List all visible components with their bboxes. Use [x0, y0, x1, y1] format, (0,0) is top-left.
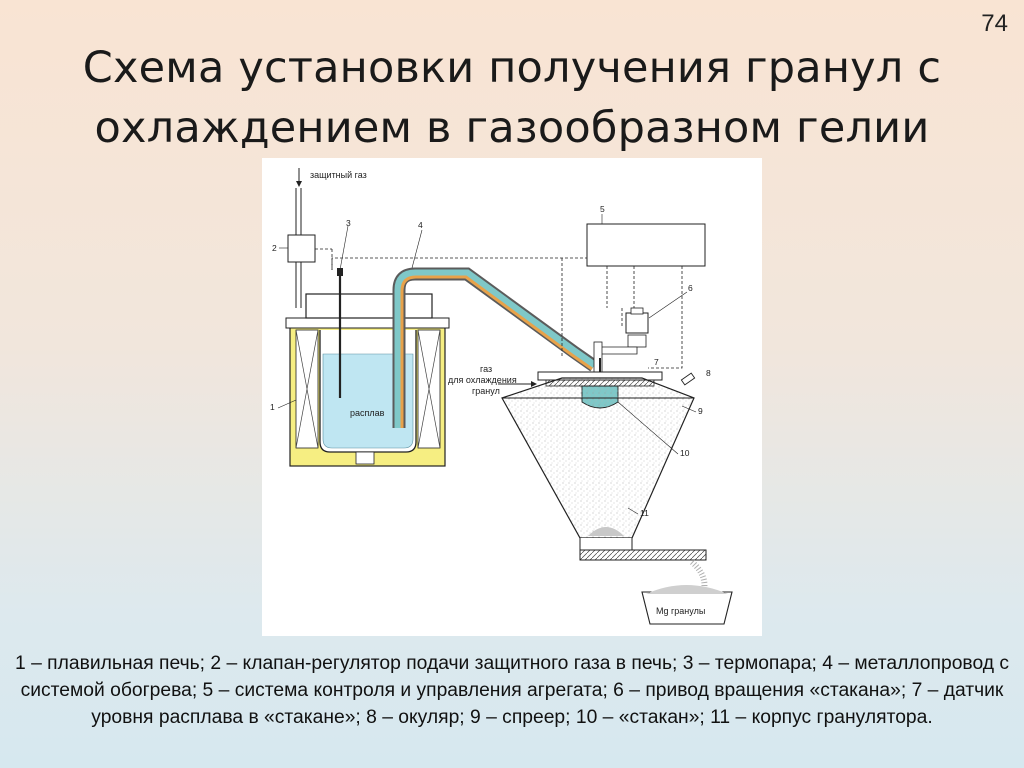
cooling-gas-label-3: гранул — [472, 386, 500, 396]
granules-label: Mg гранулы — [656, 606, 705, 616]
callout-11: 11 — [640, 508, 649, 518]
callout-1: 1 — [270, 402, 275, 412]
granules-bin: Mg гранулы — [641, 585, 733, 625]
eyepiece — [680, 372, 696, 386]
cooling-gas-label-1: газ — [480, 364, 492, 374]
protective-gas-inlet: защитный газ — [295, 168, 367, 235]
melt-label: расплав — [350, 408, 385, 418]
callout-9: 9 — [698, 406, 703, 416]
callout-4: 4 — [418, 220, 423, 230]
cup-rotation-drive — [593, 307, 649, 373]
callout-5: 5 — [600, 204, 605, 214]
callout-3: 3 — [346, 218, 351, 228]
control-system — [586, 223, 706, 267]
callout-6: 6 — [688, 283, 693, 293]
callout-2: 2 — [272, 243, 277, 253]
protective-gas-label: защитный газ — [310, 170, 367, 180]
slide-title: Схема установки получения гранул с охлаж… — [82, 43, 942, 153]
melting-furnace: расплав — [285, 293, 450, 467]
slide-number: 74 — [981, 10, 1008, 37]
gas-valve-regulator — [287, 234, 316, 263]
diagram-svg: защитный газ расплав — [270, 168, 733, 625]
granulator-body — [501, 377, 695, 551]
callout-10: 10 — [680, 448, 690, 458]
conveyor — [579, 549, 707, 561]
callout-8: 8 — [706, 368, 711, 378]
granulation-diagram: защитный газ расплав — [262, 158, 762, 636]
legend-caption: 1 – плавильная печь; 2 – клапан-регулято… — [15, 653, 1009, 728]
callout-7: 7 — [654, 357, 659, 367]
cooling-gas-label-2: для охлаждения — [448, 375, 517, 385]
heated-metal-pipe — [392, 267, 598, 428]
